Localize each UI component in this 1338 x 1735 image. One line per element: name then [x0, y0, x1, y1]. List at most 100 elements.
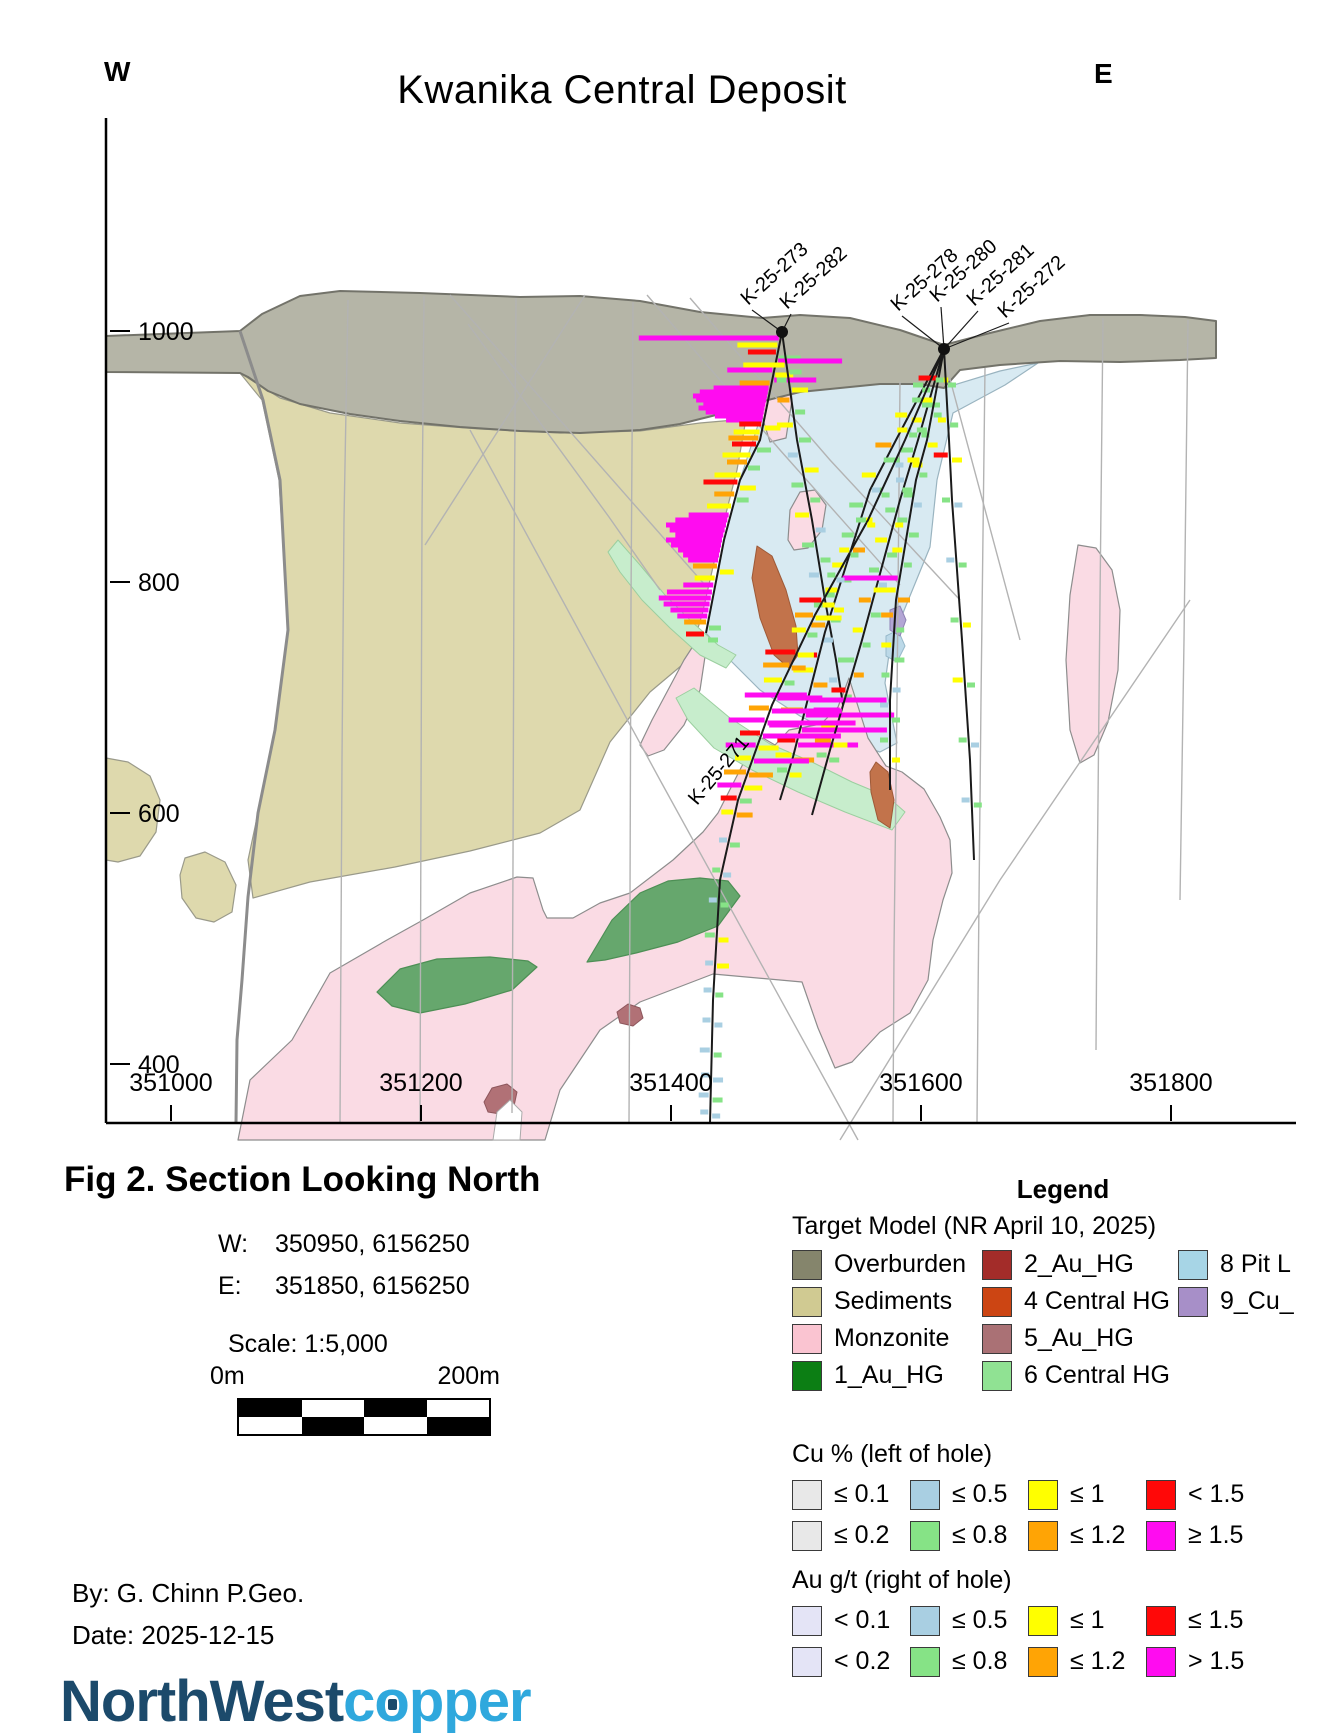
drillhole-trace-K-25-273 — [705, 331, 783, 634]
cu-interval-bar — [842, 575, 898, 581]
fault-line-major — [234, 330, 290, 1124]
legend-swatch — [792, 1286, 822, 1317]
cu-interval-bar — [684, 619, 707, 625]
au-interval-bar — [804, 467, 819, 473]
cu-interval-bar — [849, 502, 864, 508]
au-interval-bar — [736, 812, 753, 818]
legend-label: 2_Au_HG — [1024, 1250, 1134, 1278]
cu-legend-swatch — [792, 1479, 822, 1510]
cu-interval-bar — [852, 627, 863, 633]
au-interval-bar — [850, 552, 859, 558]
au-interval-bar — [913, 502, 922, 508]
scale-bar — [237, 1398, 491, 1436]
west-coordinates: W: 350950, 6156250 — [218, 1230, 470, 1259]
cu-interval-bar — [791, 627, 806, 633]
au-legend-swatch — [1028, 1646, 1058, 1677]
y-axis-tick-label: 1000 — [138, 318, 194, 346]
au-interval-bar — [799, 437, 811, 443]
y-axis-tick-label: 400 — [138, 1051, 180, 1079]
cu-interval-bar — [683, 552, 720, 558]
cu-interval-bar — [744, 692, 775, 698]
legend-item-empty — [1178, 1320, 1338, 1357]
cu-legend-swatch — [1028, 1520, 1058, 1551]
au-legend-swatch — [792, 1605, 822, 1636]
au-legend-label: ≤ 1.5 — [1188, 1606, 1244, 1634]
au-interval-bar — [952, 457, 962, 463]
au-legend-label: < 0.2 — [834, 1647, 891, 1675]
au-interval-bar — [898, 597, 910, 603]
au-legend-swatch — [910, 1605, 940, 1636]
au-interval-bar — [719, 569, 734, 575]
au-interval-bar — [758, 745, 779, 751]
cu-interval-bar — [698, 1092, 709, 1098]
au-legend-swatch — [1146, 1646, 1176, 1677]
legend-item-5-au-hg: 5_Au_HG — [982, 1320, 1178, 1357]
cu-interval-bar — [669, 527, 725, 533]
cu-interval-bar — [726, 417, 763, 423]
au-interval-bar — [867, 522, 876, 528]
fault-line — [469, 429, 859, 1141]
au-interval-bar — [919, 472, 928, 478]
fault-line — [839, 599, 1191, 1141]
au-interval-bar — [789, 772, 802, 778]
au-legend-label: > 1.5 — [1188, 1647, 1245, 1675]
cu-interval-bar — [858, 597, 871, 603]
cu-interval-bar — [881, 612, 894, 618]
geology-au-hg1-blob-west — [376, 956, 538, 1014]
cu-interval-bar — [791, 482, 804, 488]
cu-interval-bar — [714, 491, 735, 497]
cu-interval-bar — [813, 602, 824, 608]
au-legend-item: ≤ 0.5 — [910, 1600, 1028, 1641]
cu-interval-bar — [776, 422, 793, 428]
cu-interval-bar — [875, 537, 888, 543]
scalebar-max-label: 200m — [437, 1362, 500, 1390]
company-logo: NorthWestcopper — [60, 1668, 532, 1735]
au-interval-bar — [809, 697, 865, 703]
au-interval-bar — [729, 842, 740, 848]
au-interval-bar — [973, 802, 982, 808]
fault-line — [339, 299, 349, 1124]
au-legend-item: < 0.2 — [792, 1641, 910, 1682]
cu-interval-bar — [728, 717, 765, 723]
legend-swatch — [1178, 1286, 1208, 1317]
cu-legend-item: ≤ 0.2 — [792, 1515, 910, 1556]
legend-item-8-pit-l: 8 Pit L — [1178, 1246, 1338, 1283]
au-interval-bar — [940, 377, 949, 383]
cu-interval-bar — [707, 503, 732, 509]
cu-interval-bar — [727, 367, 773, 373]
cu-legend-item: < 1.5 — [1146, 1474, 1264, 1515]
au-legend-item: ≤ 0.8 — [910, 1641, 1028, 1682]
drillhole-collar — [776, 326, 788, 338]
cu-interval-bar — [892, 547, 903, 553]
cu-interval-bar — [692, 563, 717, 569]
cu-interval-bar — [856, 517, 866, 523]
au-interval-bar — [903, 492, 914, 498]
au-interval-bar — [947, 382, 956, 388]
cu-interval-bar — [918, 375, 937, 381]
y-axis-tick-label: 600 — [138, 800, 180, 828]
au-interval-bar — [971, 742, 979, 748]
cu-interval-bar — [725, 742, 756, 748]
cu-interval-bar — [913, 382, 924, 388]
west-coord-label: W: — [218, 1230, 249, 1258]
cu-interval-bar — [666, 589, 712, 595]
scale-bar-cell — [239, 1400, 302, 1417]
legend-label: Sediments — [834, 1287, 953, 1315]
au-interval-bar — [798, 742, 859, 748]
x-axis-tick-label: 351400 — [629, 1069, 712, 1097]
legend-label: 5_Au_HG — [1024, 1324, 1134, 1352]
cu-interval-bar — [912, 397, 921, 403]
cu-interval-bar — [666, 522, 726, 528]
east-coord-label: E: — [218, 1272, 242, 1300]
au-interval-bar — [789, 369, 802, 375]
cu-interval-bar — [795, 612, 813, 618]
legend-heading: Legend — [1016, 1174, 1110, 1204]
cu-interval-bar — [814, 737, 831, 743]
au-legend-item: ≤ 1 — [1028, 1600, 1146, 1641]
cu-interval-bar — [897, 427, 908, 433]
au-interval-bar — [713, 1077, 724, 1083]
au-interval-bar — [813, 682, 828, 688]
cu-interval-bar — [897, 517, 908, 523]
cu-interval-bar — [881, 672, 890, 678]
cu-legend-label: ≤ 1.2 — [1070, 1521, 1126, 1549]
